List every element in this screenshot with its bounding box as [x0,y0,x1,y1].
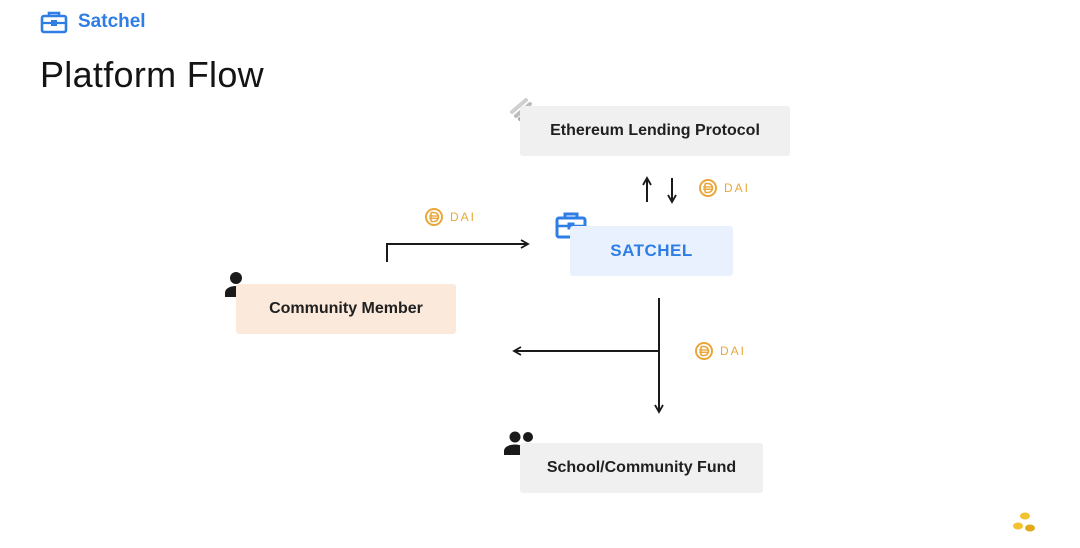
ethereum-lending-protocol-node: Ethereum Lending Protocol [520,106,790,156]
brand-name: Satchel [78,11,146,32]
dai-coin-icon [699,179,717,197]
community-member-label: Community Member [269,300,423,317]
dai-text: DAI [720,344,747,358]
school-community-fund-label: School/Community Fund [546,459,737,476]
dai-token-label-out: DAI [694,341,746,361]
school-community-fund-node: School/Community Fund [520,443,763,493]
satchel-label: SATCHEL [610,241,693,260]
community-member-node: Community Member [236,284,456,334]
page-title: Platform Flow [40,54,264,95]
dai-token-label-ethereum: DAI [698,178,750,198]
dai-coin-icon [695,342,713,360]
dai-token-label-member: DAI [424,207,476,227]
dai-text: DAI [724,181,751,195]
ethereum-label: Ethereum Lending Protocol [550,122,760,139]
coins-logo-icon [1013,512,1035,532]
arrow-member-to-satchel [386,239,530,262]
briefcase-icon [40,11,68,34]
dai-coin-icon [425,208,443,226]
dai-text: DAI [450,210,477,224]
satchel-node: SATCHEL [570,226,733,276]
brand: Satchel [40,10,146,34]
